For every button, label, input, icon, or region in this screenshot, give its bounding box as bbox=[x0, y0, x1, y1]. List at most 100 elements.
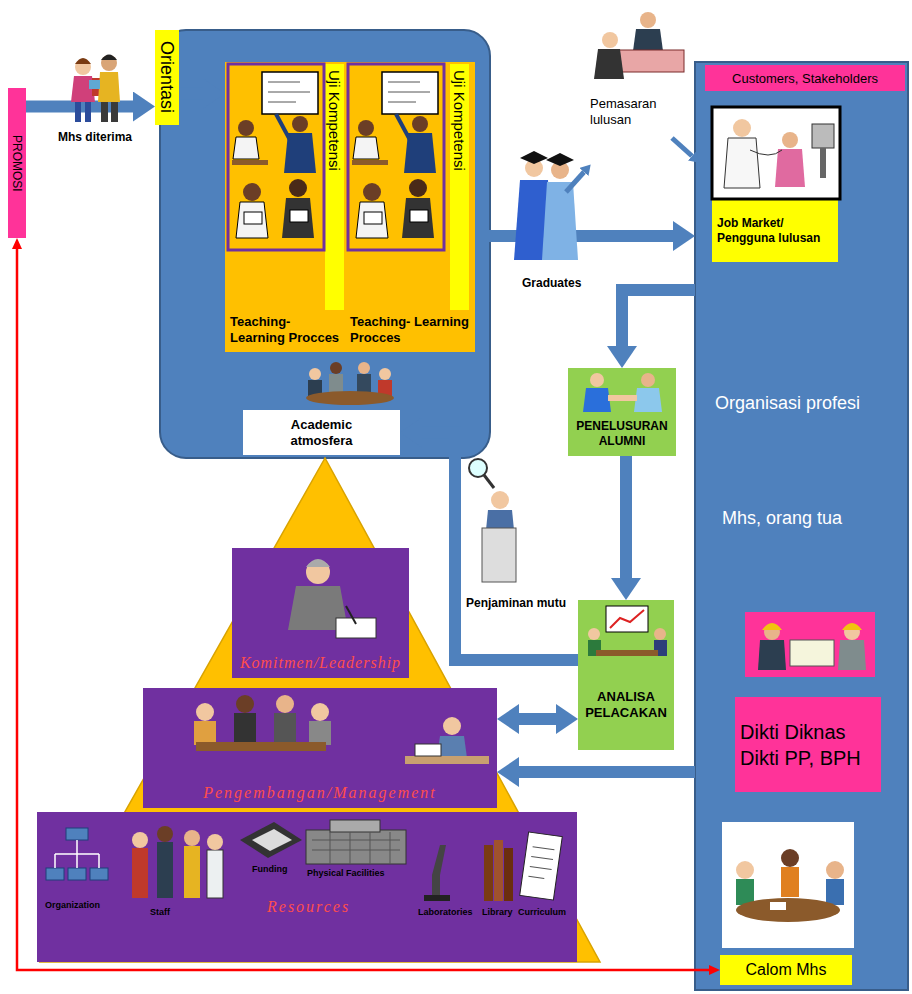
teaching-box: Teaching- Learning Procces Uji Kompetensi bbox=[225, 62, 345, 352]
tracking-analysis-box-text: ANALISA PELACAKAN bbox=[582, 689, 670, 721]
analysis-picture bbox=[606, 606, 648, 632]
classroom-picture bbox=[243, 183, 261, 201]
job-market-box-text: Job Market/ Pengguna lulusan bbox=[717, 216, 834, 246]
flow-arrow bbox=[620, 456, 632, 578]
promotion-box-fill bbox=[8, 88, 26, 238]
job-market-picture bbox=[775, 149, 805, 187]
flow-arrow bbox=[622, 290, 695, 346]
resource-icons bbox=[207, 834, 223, 850]
resources-box-text: Funding bbox=[252, 864, 288, 875]
prospective-students-picture bbox=[736, 898, 840, 922]
classroom-picture bbox=[282, 198, 314, 238]
construction-picture bbox=[838, 640, 866, 670]
construction-picture bbox=[762, 623, 782, 630]
job-market-picture bbox=[712, 107, 840, 199]
resource-icons bbox=[484, 845, 493, 901]
tracking-analysis-box-fill bbox=[578, 600, 674, 750]
stakeholder-panel: Organisasi profesiMhs, orang tuaCustomer… bbox=[695, 62, 908, 990]
alumni-tracking-box: PENELUSURAN ALUMNI bbox=[568, 368, 676, 456]
quality-audit-picture bbox=[469, 459, 516, 582]
marketing-desk-picture bbox=[602, 32, 618, 48]
resources-box: OrganizationStaffFundingPhysical Facilit… bbox=[37, 812, 577, 962]
resources-box-text: Staff bbox=[150, 907, 170, 918]
student-figures bbox=[75, 58, 91, 64]
tracking-analysis-box: ANALISA PELACAKAN bbox=[578, 600, 674, 750]
resource-icons bbox=[306, 830, 406, 864]
job-market-picture bbox=[733, 119, 751, 137]
ministry-box: Dikti Diknas Dikti PP, BPH bbox=[735, 697, 881, 792]
classroom-picture bbox=[262, 72, 318, 114]
management-picture bbox=[274, 713, 296, 743]
leadership-box-fill bbox=[232, 548, 409, 678]
management-picture bbox=[234, 713, 256, 743]
classroom-picture bbox=[268, 92, 310, 93]
leader-picture bbox=[336, 618, 376, 638]
resource-icons bbox=[240, 822, 302, 858]
handshake-picture bbox=[608, 395, 637, 401]
atmosphere-box-fill bbox=[243, 410, 400, 455]
handshake-picture bbox=[641, 373, 655, 387]
resources-box-text: Curriculum bbox=[518, 907, 566, 918]
ministry-box-text: Dikti Diknas Dikti PP, BPH bbox=[740, 719, 876, 771]
job-market-picture bbox=[782, 132, 798, 148]
leader-picture bbox=[306, 559, 330, 567]
prospective-students-picture bbox=[736, 861, 754, 879]
promotion-box-text: PROMOSI bbox=[11, 135, 23, 192]
quality-audit-picture bbox=[484, 475, 494, 488]
student-figures bbox=[101, 102, 108, 122]
prospective-students-picture bbox=[770, 902, 786, 910]
resource-icons bbox=[424, 895, 450, 901]
resource-icons bbox=[432, 845, 446, 895]
resource-icons bbox=[90, 868, 108, 880]
marketing-desk-picture bbox=[594, 12, 684, 79]
management-box: Pengembangan/Management bbox=[143, 688, 497, 808]
resource-icons bbox=[312, 832, 400, 864]
resource-icons bbox=[46, 868, 64, 880]
management-picture bbox=[309, 721, 331, 745]
flow-arrow bbox=[519, 713, 556, 725]
resource-icons bbox=[494, 840, 503, 901]
program-frame bbox=[160, 30, 490, 458]
construction-picture bbox=[842, 623, 862, 630]
resource-icons bbox=[330, 820, 380, 832]
resource-icons bbox=[520, 832, 563, 900]
handshake-picture bbox=[583, 373, 662, 412]
student-figures bbox=[89, 80, 100, 89]
stakeholder-panel-fill bbox=[695, 62, 908, 990]
competency-strip: Uji Kompetensi bbox=[325, 64, 344, 310]
management-picture bbox=[276, 695, 294, 713]
management-picture bbox=[236, 695, 254, 713]
resource-icons bbox=[132, 832, 148, 848]
quality-label: Penjaminan mutu bbox=[466, 596, 566, 610]
resource-icons bbox=[207, 850, 223, 898]
competency-strip-text: Uji Kompetensi bbox=[452, 70, 467, 171]
prospective-students-picture bbox=[826, 879, 844, 905]
marketing-desk-picture bbox=[640, 12, 656, 28]
teaching-box-text: Teaching- Learning Procces bbox=[230, 314, 342, 346]
management-box-text: Pengembangan/Management bbox=[203, 783, 437, 803]
classroom-picture bbox=[232, 160, 268, 165]
competency-strip: Uji Kompetensi bbox=[450, 64, 469, 310]
ministry-box-fill bbox=[735, 697, 881, 792]
prospective-students-picture bbox=[781, 849, 799, 867]
classroom-picture bbox=[276, 114, 290, 140]
analysis-picture bbox=[588, 628, 600, 640]
orientation-box: Orientasi bbox=[155, 30, 179, 125]
student-figures bbox=[101, 55, 117, 71]
quality-audit-picture bbox=[482, 528, 516, 582]
classroom-picture bbox=[238, 120, 254, 136]
teaching-box-fill bbox=[225, 62, 345, 352]
alumni-tracking-box-text: PENELUSURAN ALUMNI bbox=[572, 419, 672, 449]
teaching-box-fill bbox=[345, 62, 475, 352]
graduate-figures bbox=[514, 151, 578, 260]
resources-box-fill bbox=[37, 812, 577, 962]
marketing-arrow bbox=[566, 138, 692, 192]
prospective-student-box-text: Calom Mhs bbox=[746, 961, 827, 979]
marketing-arrow bbox=[672, 138, 692, 156]
graduate-figures bbox=[520, 151, 548, 164]
job-market-picture bbox=[812, 124, 834, 148]
atmosphere-box: Academic atmosfera bbox=[243, 410, 400, 455]
resource-icons bbox=[132, 848, 148, 898]
orientation-box-fill bbox=[155, 30, 179, 125]
atmosphere-box-text: Academic atmosfera bbox=[274, 417, 369, 449]
